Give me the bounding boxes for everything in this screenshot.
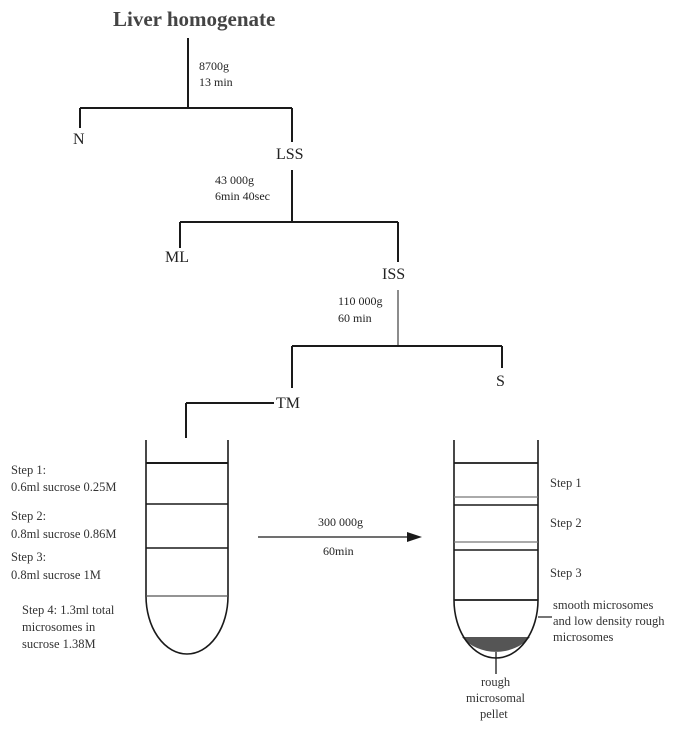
left-step3-desc: 0.8ml sucrose 1M: [11, 568, 101, 582]
left-step1-desc: 0.6ml sucrose 0.25M: [11, 480, 117, 494]
pellet-label-line2: microsomal: [466, 691, 526, 705]
node-n: N: [73, 131, 85, 148]
spin3-time: 60 min: [338, 311, 372, 325]
right-tube: [453, 440, 552, 674]
left-tube-outline: [145, 440, 229, 655]
right-tube-outline: [453, 440, 539, 659]
title-liver-homogenate: Liver homogenate: [113, 7, 276, 31]
left-tube: [145, 440, 229, 655]
node-lss: LSS: [276, 146, 304, 163]
spin1-speed: 8700g: [199, 59, 229, 73]
spin4-speed: 300 000g: [318, 515, 363, 529]
node-s: S: [496, 373, 505, 390]
spin2-time: 6min 40sec: [215, 189, 270, 203]
right-step2-label: Step 2: [550, 516, 582, 530]
left-step2-desc: 0.8ml sucrose 0.86M: [11, 527, 117, 541]
band-label-line3: microsomes: [553, 630, 614, 644]
left-step3-title: Step 3:: [11, 550, 47, 564]
pellet-label-line3: pellet: [480, 707, 508, 721]
spin4-time: 60min: [323, 544, 354, 558]
left-step2-title: Step 2:: [11, 509, 47, 523]
left-step4-line3: sucrose 1.38M: [22, 637, 96, 651]
spin1-time: 13 min: [199, 75, 233, 89]
node-iss: ISS: [382, 266, 406, 283]
node-ml: ML: [165, 249, 189, 266]
node-tm: TM: [276, 395, 300, 412]
right-tube-pellet: [462, 637, 530, 652]
centrifuge-arrow: [258, 532, 422, 542]
band-label-line1: smooth microsomes: [553, 598, 654, 612]
spin2-speed: 43 000g: [215, 173, 254, 187]
right-step3-label: Step 3: [550, 566, 582, 580]
left-step4-line2: microsomes in: [22, 620, 96, 634]
band-label-line2: and low density rough: [553, 614, 665, 628]
left-step4-line1: Step 4: 1.3ml total: [22, 603, 115, 617]
spin3-speed: 110 000g: [338, 294, 383, 308]
pellet-label-line1: rough: [481, 675, 511, 689]
right-step1-label: Step 1: [550, 476, 582, 490]
left-step1-title: Step 1:: [11, 463, 47, 477]
